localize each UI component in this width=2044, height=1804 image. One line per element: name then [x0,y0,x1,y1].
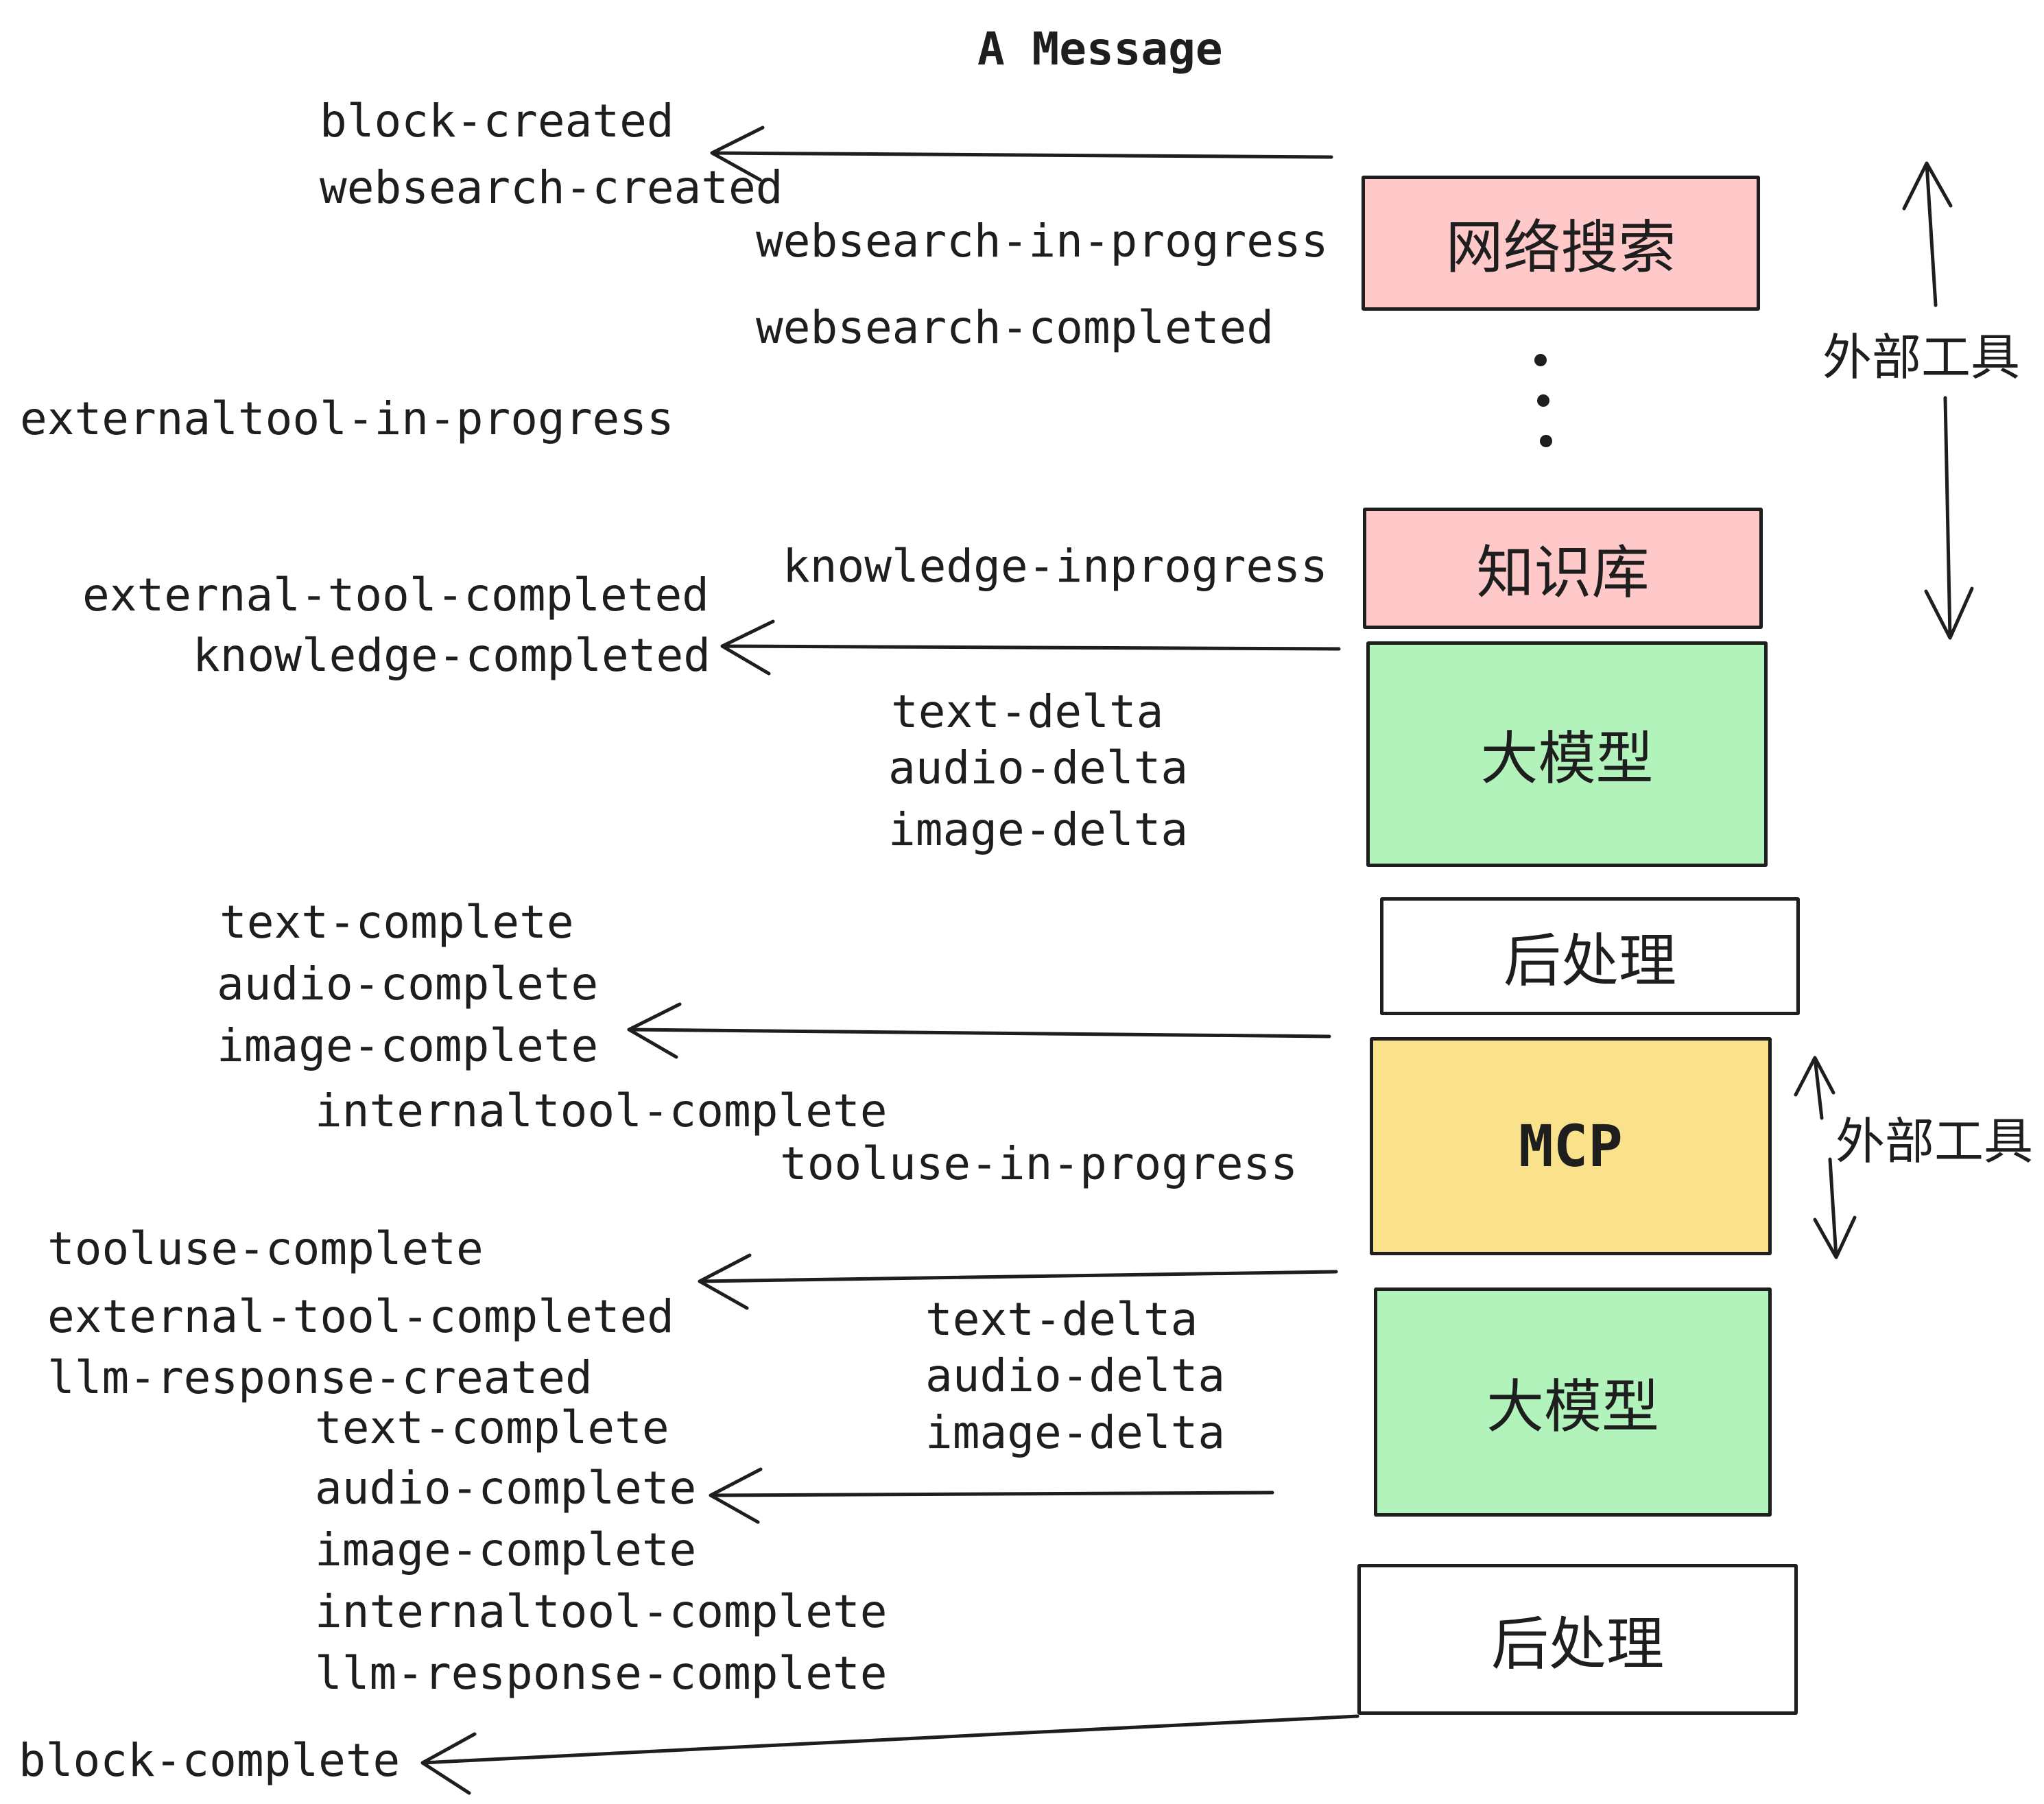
postprocess-box: 后处理 [1380,897,1800,1015]
event-label-websearch-in-progress: websearch-in-progress [756,215,1329,268]
ellipsis-dots [1534,354,1552,447]
arrow-to-websearch-created [710,126,1333,182]
event-label-text-complete: text-complete [219,896,574,949]
event-label-knowledge-completed: knowledge-completed [193,629,711,682]
arrow-to-block-complete [420,1714,1359,1795]
postprocess-box-label: 后处理 [1503,928,1676,993]
external-tools-down-arrow-2 [1813,1157,1857,1259]
event-label-block-created: block-created [320,95,674,147]
event-label-external-tool-completed-2: external-tool-completed [47,1290,674,1343]
event-label-tooluse-complete: tooluse-complete [47,1222,484,1275]
event-label-audio-complete: audio-complete [217,958,599,1010]
event-label-image-delta: image-delta [888,803,1189,856]
llm-box: 大模型 [1366,641,1768,867]
event-label-tooluse-in-progress: tooluse-in-progress [780,1137,1298,1190]
event-label-internaltool-complete-2: internaltool-complete [315,1585,888,1638]
websearch-box: 网络搜索 [1362,176,1760,311]
arrow-to-audio-complete [709,1467,1274,1524]
websearch-box-label: 网络搜索 [1445,215,1676,280]
event-label-audio-delta: audio-delta [888,741,1189,794]
mcp-box: MCP [1370,1037,1772,1255]
mcp-box-label: MCP [1519,1113,1623,1180]
event-label-externaltool-in-progress: externaltool-in-progress [20,392,674,445]
external-tools-up-arrow [1902,161,1953,307]
arrow-to-knowledge-completed [720,619,1341,676]
event-label-websearch-created: websearch-created [320,161,783,214]
event-label-text-complete-2: text-complete [315,1401,669,1454]
event-label-audio-complete-2: audio-complete [315,1462,697,1515]
diagram-title: A Message [977,23,1223,75]
event-label-external-tool-completed: external-tool-completed [82,569,709,621]
llm-box-label: 大模型 [1480,726,1654,791]
event-label-llm-response-created: llm-response-created [47,1351,593,1404]
event-label-block-complete: block-complete [19,1734,401,1787]
llm-box-2-label: 大模型 [1486,1374,1659,1439]
event-label-image-complete-2: image-complete [315,1523,697,1576]
arrow-to-image-complete [627,1002,1331,1059]
event-label-audio-delta-2: audio-delta [925,1349,1226,1402]
event-label-llm-response-complete: llm-response-complete [315,1647,888,1700]
knowledge-box: 知识库 [1363,508,1763,629]
event-label-text-delta: text-delta [891,685,1164,738]
event-label-text-delta-2: text-delta [925,1293,1198,1346]
event-label-internaltool-complete: internaltool-complete [315,1084,888,1137]
external-tools-down-arrow [1924,396,1974,640]
llm-box-2: 大模型 [1374,1287,1772,1517]
event-label-image-delta-2: image-delta [925,1406,1226,1459]
knowledge-box-label: 知识库 [1476,541,1650,605]
external-tools-label-2: 外部工具 [1835,1115,2034,1170]
postprocess-box-2-label: 后处理 [1490,1611,1664,1676]
arrow-to-tooluse-complete [698,1253,1338,1310]
external-tools-up-arrow-2 [1794,1056,1835,1120]
event-label-knowledge-inprogress: knowledge-inprogress [783,540,1328,593]
postprocess-box-2: 后处理 [1357,1564,1798,1715]
external-tools-label: 外部工具 [1822,331,2021,385]
event-label-image-complete: image-complete [217,1019,599,1072]
event-label-websearch-completed: websearch-completed [756,301,1274,354]
